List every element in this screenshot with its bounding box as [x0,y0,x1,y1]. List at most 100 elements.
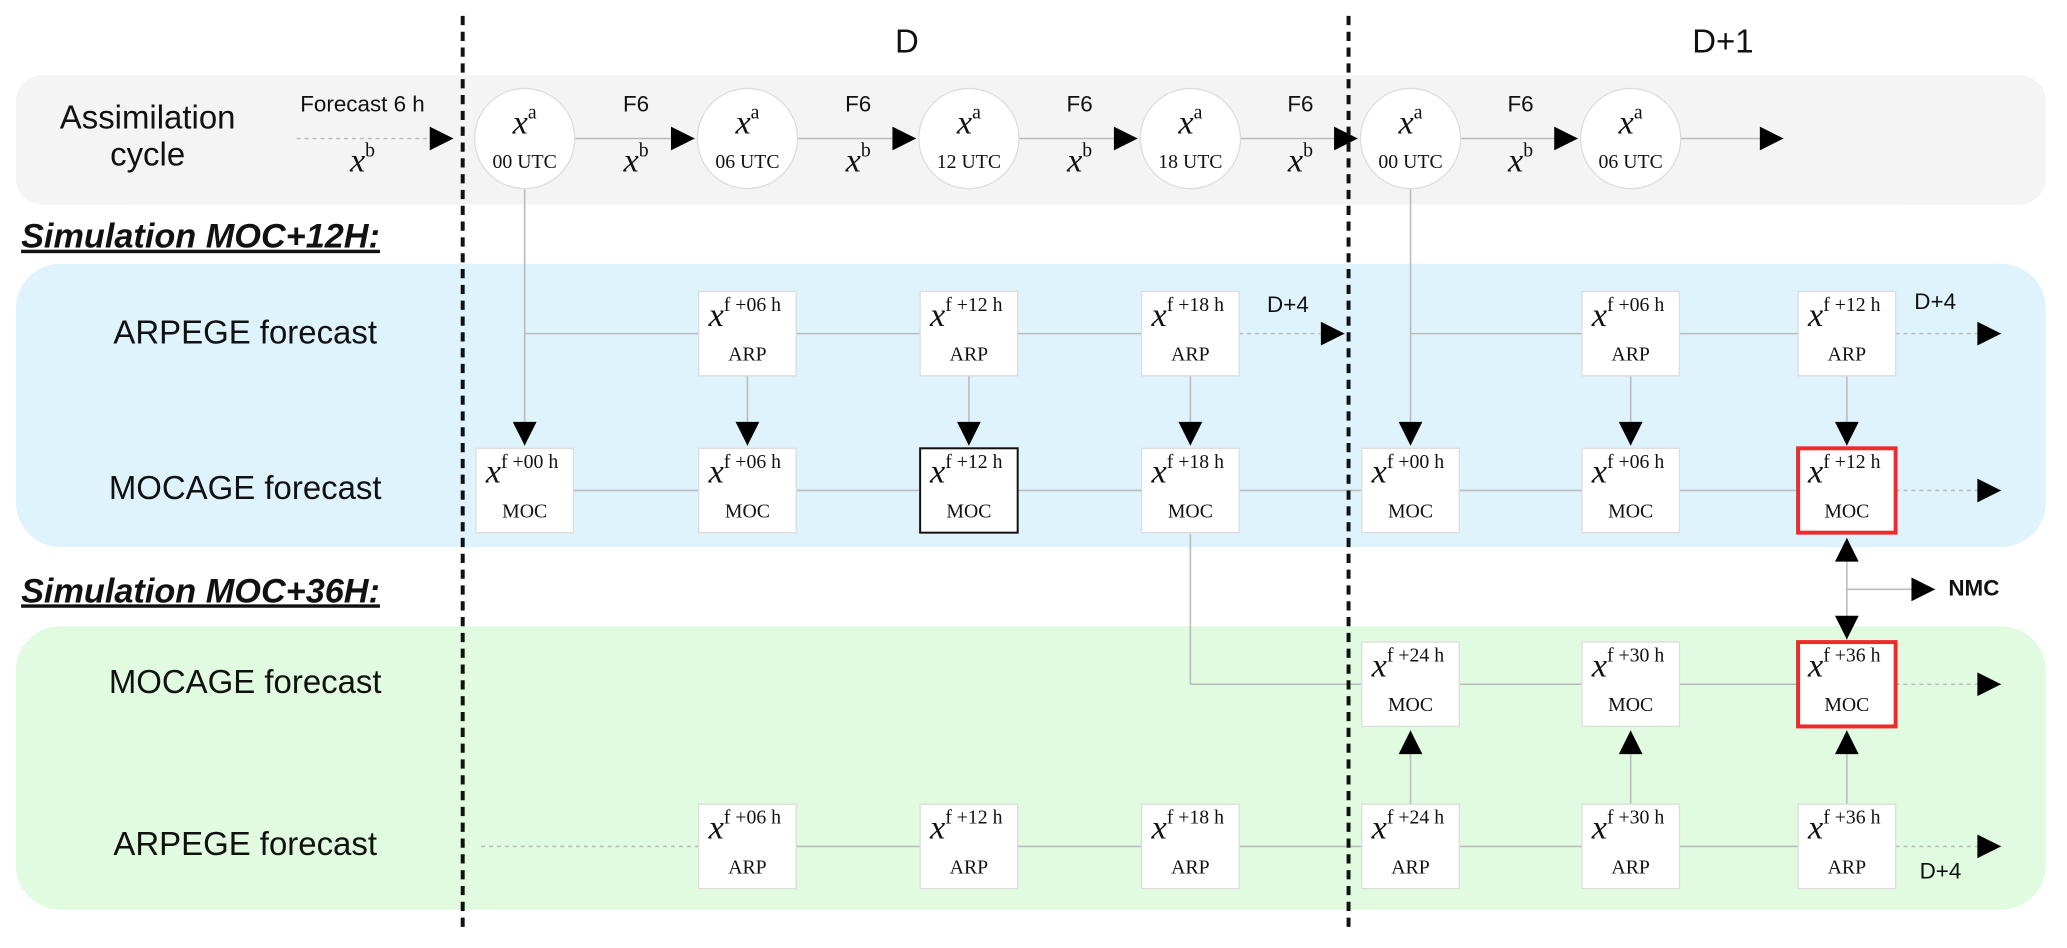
forecast-node [698,290,797,377]
variable-symbol: x [734,103,750,141]
forecast-label: xf +24 h [1371,806,1445,846]
variable-superscript: f +18 h [1167,293,1224,315]
variable-symbol: x [1177,103,1193,141]
sim12-heading: Simulation MOC+12H: [21,218,380,256]
variable-symbol: x [845,141,861,179]
variable-symbol: x [708,808,724,846]
forecast-label: xf +00 h [1371,450,1445,490]
d-plus-4-label: D+4 [1267,292,1309,317]
variable-symbol: x [1287,141,1303,179]
variable-superscript: f +12 h [1823,450,1880,472]
assimilation-label: Assimilation [60,99,236,136]
variable-symbol: x [1507,141,1523,179]
model-label: MOC [1168,500,1213,522]
variable-superscript: f +12 h [945,450,1002,472]
model-label: MOC [725,500,770,522]
forecast-label: xf +12 h [929,293,1003,333]
forecast-node [1581,447,1681,534]
model-label: ARP [1391,856,1429,878]
forecast-node [919,803,1019,890]
variable-superscript: f +06 h [1607,293,1664,315]
forecast-node [1797,803,1897,890]
model-label: ARP [728,344,766,366]
variable-symbol: x [1371,646,1387,684]
forecast-label: xf +24 h [1371,644,1445,684]
variable-superscript: b [1082,139,1092,161]
variable-superscript: f +30 h [1607,806,1664,828]
variable-symbol: x [929,808,945,846]
analysis-time: 06 UTC [1599,151,1663,173]
nmc-label: NMC [1948,575,1999,600]
analysis-label: xa [734,101,759,141]
forecast-node [1361,803,1460,890]
variable-superscript: a [1194,101,1203,123]
analysis-node [1359,87,1462,190]
analysis-time: 00 UTC [1378,151,1442,173]
model-label: MOC [1608,500,1653,522]
forecast-6h-label: Forecast 6 h [300,91,425,116]
forecast-node [1581,641,1681,728]
variable-superscript: f +06 h [724,293,781,315]
row-label-arpege: ARPEGE forecast [113,314,377,351]
variable-symbol: x [1618,103,1634,141]
variable-symbol: x [1807,808,1823,846]
variable-symbol: x [1371,808,1387,846]
analysis-node [1579,87,1682,190]
f6-label: F6 [1067,91,1093,116]
forecast-label: xf +06 h [708,450,782,490]
model-label: MOC [1388,500,1433,522]
model-label: ARP [1171,344,1209,366]
variable-superscript: a [1414,101,1423,123]
variable-superscript: f +06 h [724,450,781,472]
variable-symbol: x [1591,808,1607,846]
forecast-node [1361,641,1460,728]
variable-symbol: x [1371,453,1387,491]
variable-superscript: b [861,139,871,161]
forecast-label: xf +12 h [929,450,1003,490]
forecast-node [1581,290,1681,377]
forecast-node [698,447,797,534]
variable-superscript: f +30 h [1607,644,1664,666]
forecast-node [475,447,575,534]
model-label: ARP [728,856,766,878]
forecast-label: xf +30 h [1591,644,1665,684]
forecast-label: xf +18 h [1150,806,1224,846]
variable-superscript: f +24 h [1387,644,1444,666]
f6-label: F6 [845,91,871,116]
variable-superscript: f +00 h [501,450,558,472]
variable-superscript: a [972,101,981,123]
variable-superscript: f +12 h [945,806,1002,828]
forecast-node [1361,447,1460,534]
variable-superscript: f +06 h [724,806,781,828]
forecast-node [1140,447,1240,534]
day-label-d: D [895,22,919,59]
forecast-node [919,290,1019,377]
variable-symbol: x [622,141,638,179]
variable-symbol: x [1150,296,1166,334]
forecast-node [1796,640,1898,729]
variable-superscript: a [528,101,537,123]
assimilation-label: cycle [110,136,185,173]
variable-symbol: x [1591,296,1607,334]
variable-symbol: x [1150,453,1166,491]
model-label: MOC [502,500,547,522]
variable-superscript: f +18 h [1167,450,1224,472]
model-label: ARP [950,856,988,878]
variable-symbol: x [1807,646,1823,684]
forecast-label: xf +18 h [1150,293,1224,333]
background-label: xb [349,139,375,179]
variable-superscript: b [365,139,375,161]
variable-symbol: x [1066,141,1082,179]
variable-symbol: x [485,453,501,491]
analysis-label: xa [1177,101,1202,141]
forecast-node [698,803,797,890]
variable-superscript: f +06 h [1607,450,1664,472]
model-label: ARP [1828,344,1866,366]
model-label: MOC [946,500,991,522]
analysis-time: 00 UTC [493,151,557,173]
analysis-node [1139,87,1242,190]
analysis-label: xa [1398,101,1423,141]
background-label: xb [845,139,871,179]
variable-symbol: x [1398,103,1414,141]
